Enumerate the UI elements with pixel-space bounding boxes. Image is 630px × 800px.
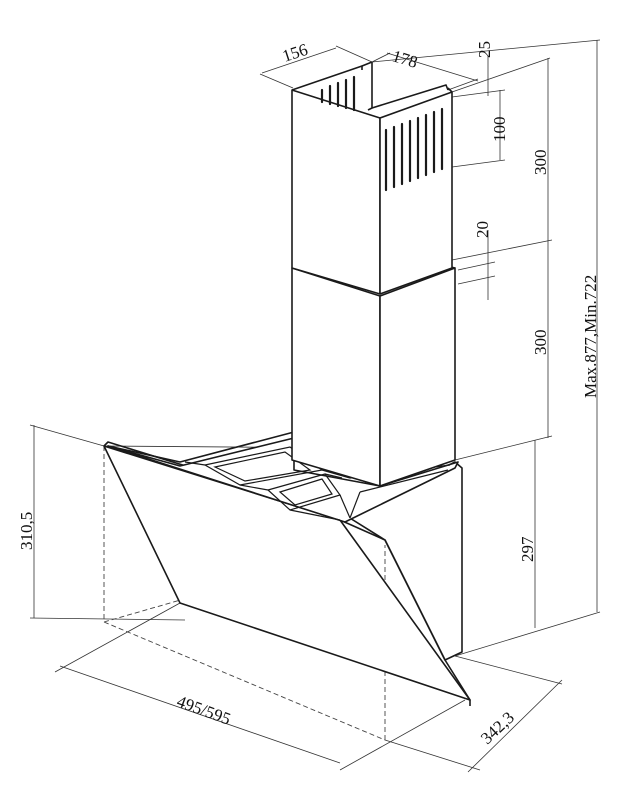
- front-vent-slots: [384, 107, 444, 192]
- dim-156: 156: [280, 40, 310, 66]
- hood-body: [103, 431, 471, 706]
- upper-chimney: [291, 61, 453, 295]
- dim-495-595: 495/595: [174, 692, 233, 729]
- dim-310-5: 310,5: [17, 512, 36, 550]
- dim-100: 100: [490, 117, 509, 143]
- dim-178: 178: [390, 46, 420, 72]
- rear-vent-slots: [320, 75, 356, 112]
- dim-300-upper: 300: [531, 150, 550, 176]
- dim-342-3: 342,3: [477, 708, 518, 748]
- dim-20: 20: [473, 221, 492, 238]
- dim-300-lower: 300: [531, 330, 550, 356]
- dim-297: 297: [518, 536, 537, 562]
- dimension-lines: [29, 39, 601, 773]
- dim-25: 25: [475, 41, 494, 58]
- lower-chimney: [291, 245, 456, 487]
- dim-total-height: Max.877,Min.722: [581, 275, 600, 398]
